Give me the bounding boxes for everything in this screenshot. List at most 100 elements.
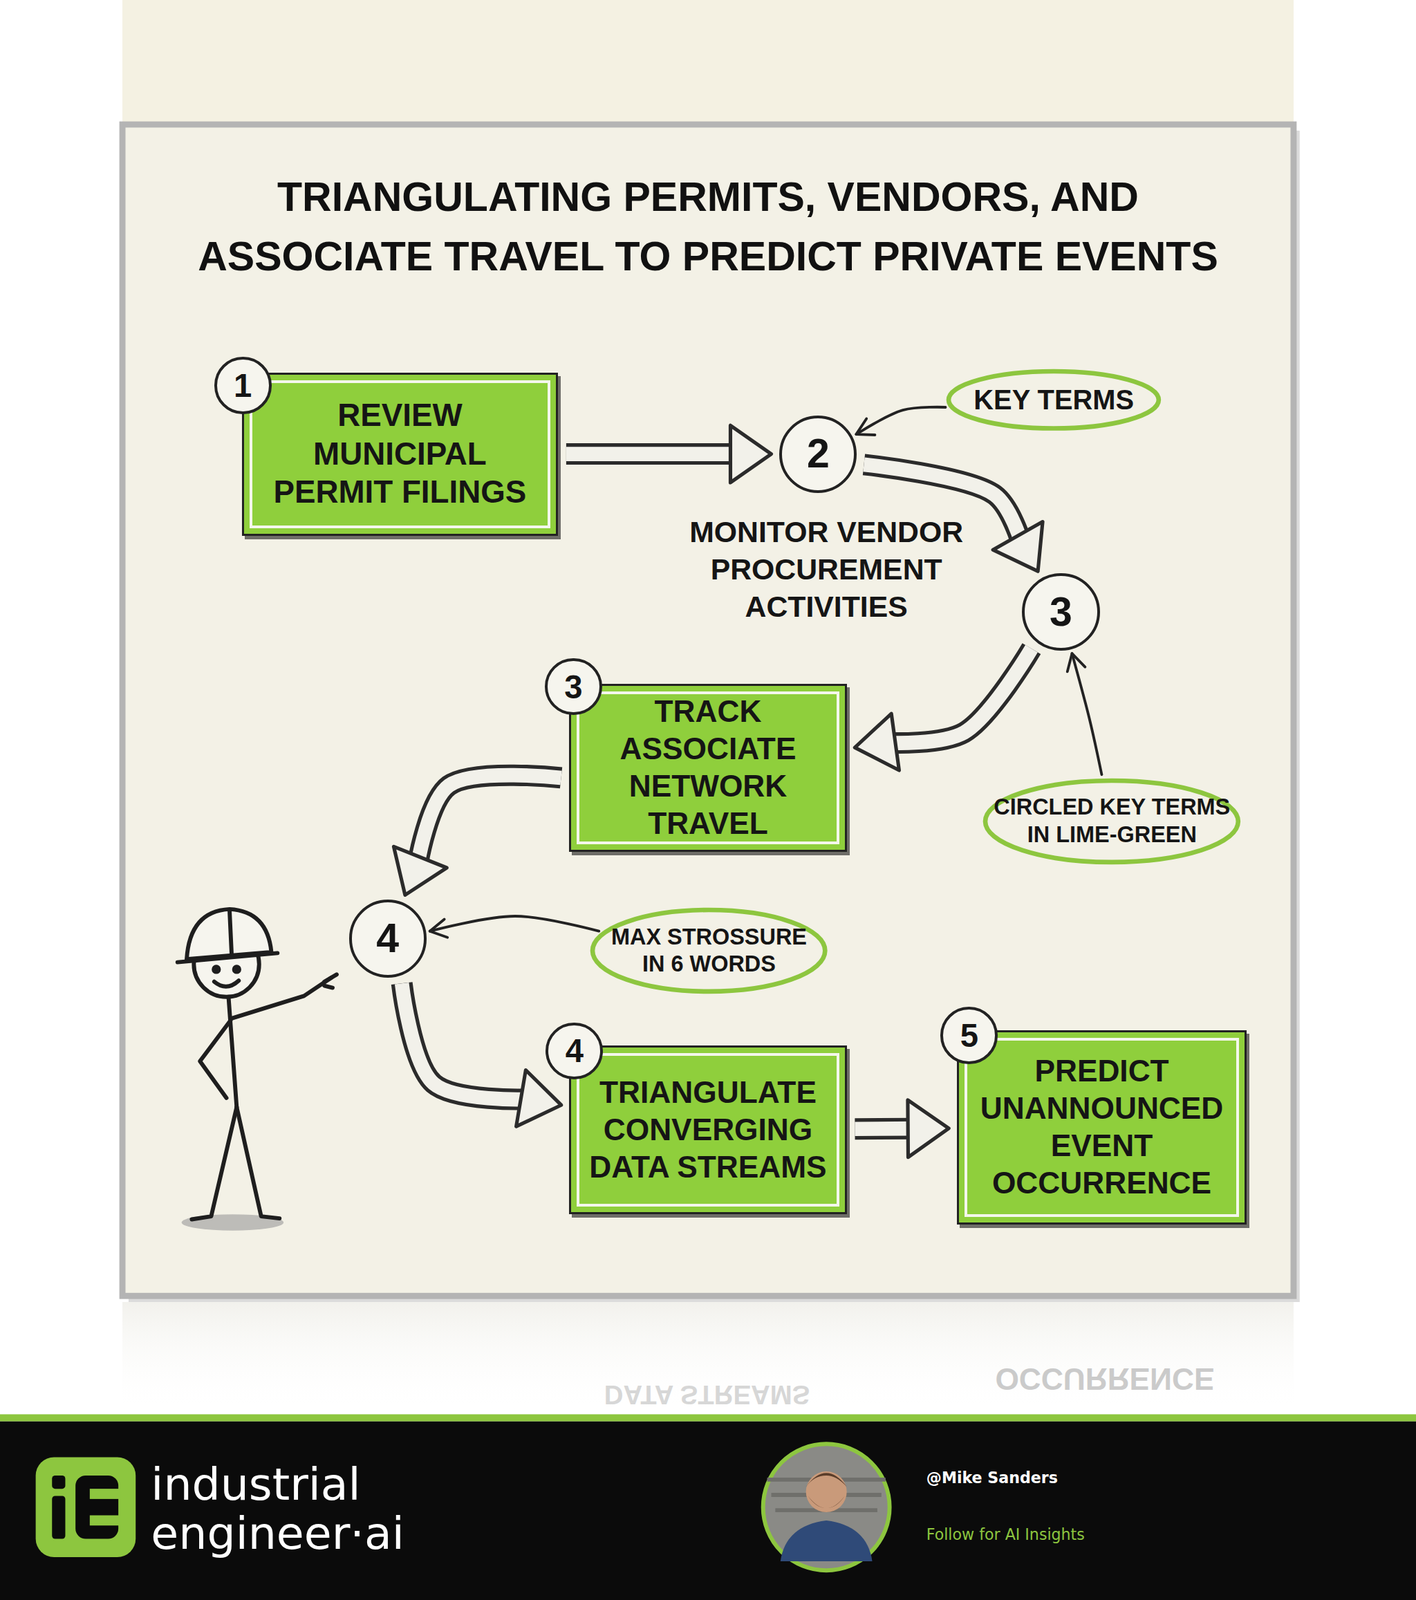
step-number: 4 <box>376 918 399 959</box>
arrow-head <box>730 425 771 483</box>
arrow-shaft <box>1071 653 1102 775</box>
arrow-shaft-fill <box>566 446 737 462</box>
logo-stem <box>51 1495 65 1539</box>
box-text: REVIEW MUNICIPAL PERMIT FILINGS <box>257 396 543 512</box>
arrow-head <box>430 919 449 938</box>
oval-outline <box>983 778 1241 865</box>
callout-oval: KEY TERMS <box>946 369 1161 431</box>
avatar-ring <box>763 1443 890 1571</box>
arrow-head <box>1067 653 1086 672</box>
arrow-head <box>516 1070 562 1127</box>
brand-logo <box>35 1456 137 1558</box>
avatar-beard <box>808 1495 845 1508</box>
author-avatar <box>763 1443 890 1571</box>
arrow-head <box>907 1100 949 1158</box>
board-reflection <box>122 1301 1294 1412</box>
step-number: 3 <box>1049 591 1073 633</box>
logo-e <box>75 1475 119 1539</box>
hard-hat <box>186 909 272 959</box>
author-tagline: Follow for AI Insights <box>926 1525 1085 1544</box>
footer-band <box>0 1421 1416 1600</box>
oval-outline <box>592 909 825 992</box>
flow-arrow <box>393 775 561 895</box>
figure-leg <box>191 1106 237 1219</box>
logo-dot <box>51 1475 65 1489</box>
arrow-shaft <box>430 916 600 932</box>
box-text: PREDICT UNANNOUNCED EVENT OCCURRENCE <box>974 1052 1230 1202</box>
figure-eye <box>234 966 240 972</box>
logo-e-gap <box>89 1515 121 1526</box>
arrow-shaft-fill <box>863 464 1021 542</box>
step-caption: MONITOR VENDOR PROCUREMENT ACTIVITIES <box>673 513 980 626</box>
figure-arm <box>231 977 332 1019</box>
brand-name: industrial <box>150 1458 361 1511</box>
process-box: 3TRACK ASSOCIATE NETWORK TRAVEL <box>569 683 847 852</box>
hat-brim <box>177 952 278 962</box>
figure-smile <box>214 980 239 987</box>
oval-outline <box>590 907 827 994</box>
arrow-shaft-fill <box>889 648 1032 743</box>
logo-tile <box>35 1456 137 1558</box>
arrow-head <box>393 846 447 895</box>
arrow-shaft <box>418 775 562 863</box>
brand-name: engineer·ai <box>150 1507 404 1560</box>
arrow-shaft-fill <box>401 983 527 1100</box>
callout-number: 5 <box>940 1006 998 1065</box>
flow-arrow <box>863 464 1043 572</box>
step-circle: 2MONITOR VENDOR PROCUREMENT ACTIVITIES <box>779 415 857 493</box>
callout-text: KEY TERMS <box>952 383 1157 417</box>
footer-rule <box>0 1413 1416 1421</box>
pointer-arrow <box>855 407 946 435</box>
arrow-head <box>992 521 1043 572</box>
author-handle: @Mike Sanders <box>926 1469 1058 1487</box>
reflection-text: OCCURRENCE <box>994 1360 1215 1396</box>
flow-arrow <box>854 1100 949 1158</box>
arrow-head <box>854 713 899 771</box>
oval-outline <box>985 780 1239 863</box>
callout-number: 3 <box>544 658 603 716</box>
arrow-shaft-fill <box>418 775 562 863</box>
whiteboard <box>122 124 1294 1296</box>
step-circle: 3 <box>1021 573 1100 651</box>
callout-number: 1 <box>214 356 272 415</box>
flow-arrow <box>401 983 562 1127</box>
figure-leg <box>236 1106 280 1219</box>
arrow-shaft-fill <box>854 1121 915 1136</box>
oval-outline <box>948 371 1159 429</box>
arrow-shaft <box>854 1118 915 1141</box>
flow-arrow <box>566 425 772 483</box>
arrow-shaft <box>889 648 1032 743</box>
callout-oval: CIRCLED KEY TERMS IN LIME-GREEN <box>983 778 1241 865</box>
process-box: 5PREDICT UNANNOUNCED EVENT OCCURRENCE <box>956 1030 1247 1224</box>
process-box: 4TRIANGULATE CONVERGING DATA STREAMS <box>569 1045 847 1214</box>
box-text: TRACK ASSOCIATE NETWORK TRAVEL <box>590 692 825 843</box>
pointer-arrow <box>1067 653 1103 775</box>
avatar-shirt <box>780 1520 873 1562</box>
arrow-shaft <box>863 464 1021 542</box>
arrow-shaft <box>855 407 946 435</box>
process-box: 1REVIEW MUNICIPAL PERMIT FILINGS <box>241 372 558 536</box>
arrow-shaft <box>566 443 737 465</box>
callout-text: CIRCLED KEY TERMS IN LIME-GREEN <box>989 793 1235 849</box>
step-number: 2 <box>806 433 830 475</box>
pointer-arrow <box>430 916 600 938</box>
avatar-face <box>806 1471 847 1513</box>
pointing-hand <box>324 974 337 988</box>
avatar-hair <box>806 1472 847 1487</box>
flow-arrow <box>854 648 1032 771</box>
arrow-head <box>855 418 875 435</box>
engineer-figure <box>177 909 337 1231</box>
diagram-title: TRIANGULATING PERMITS, VENDORS, AND ASSO… <box>167 168 1249 287</box>
logo-e-gap <box>89 1488 121 1499</box>
reflection-text: DATA STREAMS <box>604 1379 811 1410</box>
callout-oval: MAX STROSSURE IN 6 WORDS <box>590 907 827 994</box>
top-band <box>122 0 1294 128</box>
step-circle: 4 <box>349 899 427 977</box>
box-text: TRIANGULATE CONVERGING DATA STREAMS <box>580 1073 836 1186</box>
arrow-shaft <box>401 983 527 1100</box>
figure-body <box>228 997 238 1107</box>
figure-eye <box>213 966 219 972</box>
figure-arm <box>199 1020 231 1098</box>
hat-ridge <box>229 909 232 953</box>
callout-number: 4 <box>545 1022 603 1080</box>
